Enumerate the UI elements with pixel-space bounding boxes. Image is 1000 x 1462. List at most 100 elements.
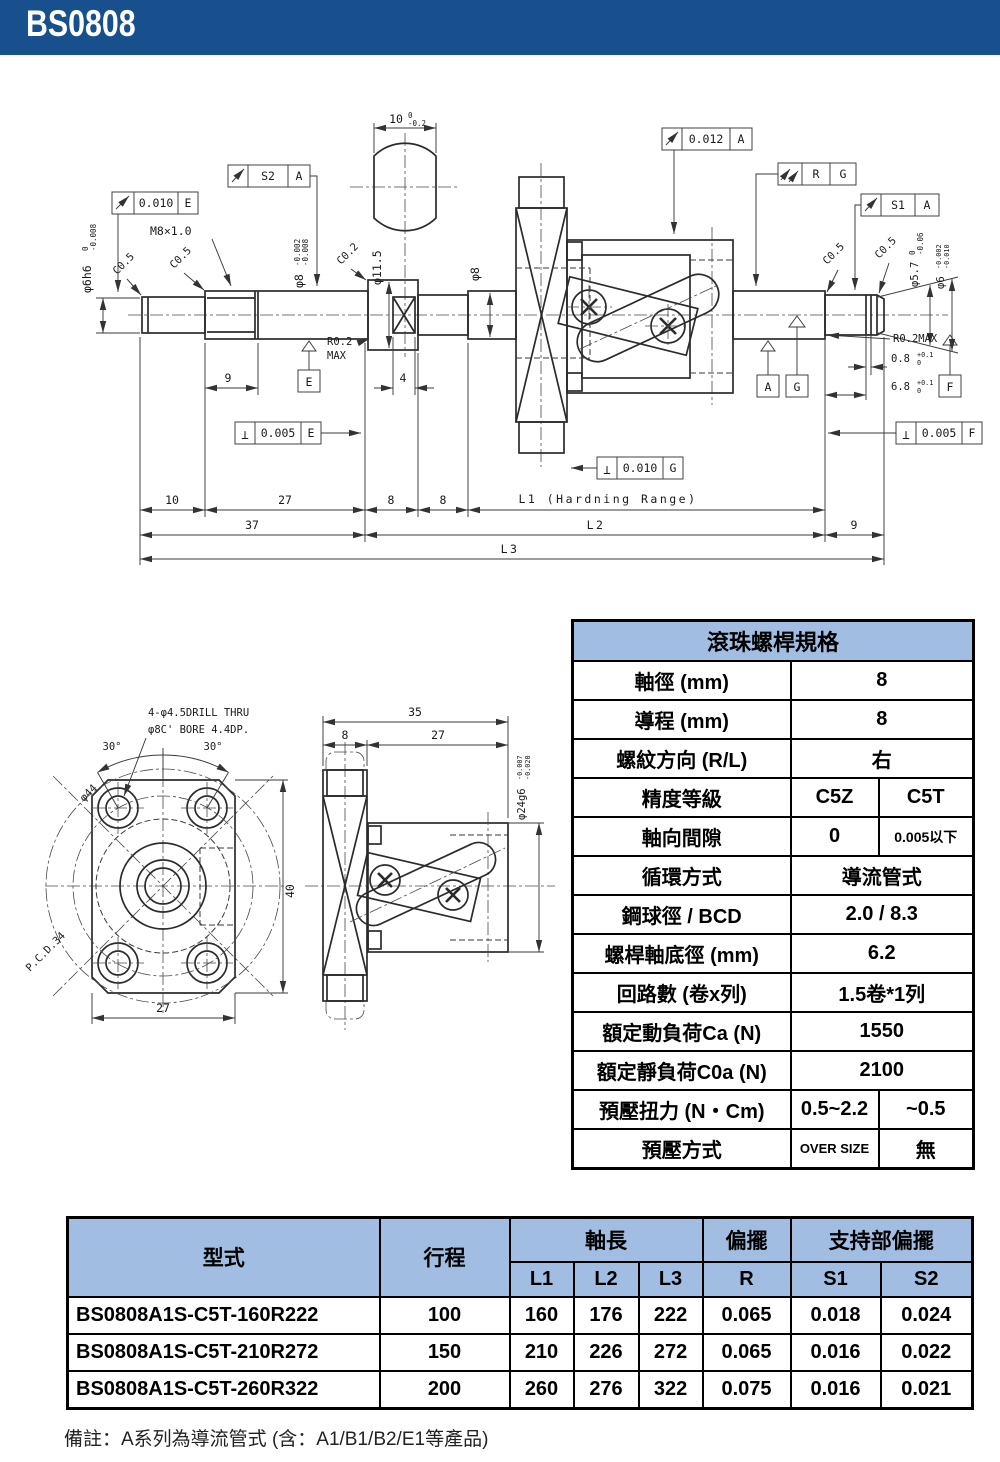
spec-value: 0.5~2.2 <box>789 1089 880 1130</box>
table-row: BS0808A1S-C5T-210R272 150 210 226 272 0.… <box>66 1332 974 1372</box>
total-runout-icon <box>787 170 799 183</box>
spec-value: 0.005以下 <box>877 816 975 857</box>
drill-note: 4-φ4.5DRILL THRU <box>148 707 249 719</box>
fillet-note-max: MAX <box>327 350 347 362</box>
spec-label: 鋼球徑 / BCD <box>571 894 792 935</box>
chamfer-note: C0.5 <box>873 235 899 261</box>
dim-9: 9 <box>851 518 858 532</box>
spec-label: 導程 (mm) <box>571 699 792 740</box>
dim-35: 35 <box>408 705 422 719</box>
models-subcol-l2: L2 <box>572 1260 640 1298</box>
dim-68: 6.8 <box>891 381 910 393</box>
dim-phi6h6-tol-lower: -0.008 <box>89 223 98 251</box>
length-dims: 10 27 8 8 L1 (Hardning Range) 37 L2 9 L3 <box>139 337 885 565</box>
fcf-datum: E <box>308 426 315 440</box>
fcf-datum: F <box>969 426 976 440</box>
cbore-note: φ8C' BORE 4.4DP. <box>148 724 249 736</box>
fillet-note: R0.2 <box>327 336 352 348</box>
fcf-datum: E <box>185 196 192 210</box>
spec-table-title: 滾珠螺桿規格 <box>571 619 975 662</box>
dim-8: 8 <box>388 493 395 507</box>
spec-label: 預壓扭力 (N・Cm) <box>571 1089 792 1130</box>
dim-phi44: φ44 <box>78 782 100 804</box>
dim-8: 8 <box>440 493 447 507</box>
model-name: BS0808A1S-C5T-160R222 <box>66 1295 381 1335</box>
model-s1: 0.018 <box>789 1295 882 1335</box>
fcf-datum: G <box>840 167 847 181</box>
spec-label: 回路數 (卷x列) <box>571 972 792 1013</box>
flange-front-view: 4-φ4.5DRILL THRU φ8C' BORE 4.4DP. 30° 30… <box>24 707 297 1024</box>
dim-8: 8 <box>342 728 349 742</box>
models-subcol-l1: L1 <box>508 1260 575 1298</box>
dim-phi6h6-tol-upper: 0 <box>81 246 90 251</box>
fillet-note: R0.2MAX <box>893 333 938 345</box>
dim-phi8-tol-upper: -0.002 <box>293 239 302 266</box>
models-col-model: 型式 <box>66 1216 381 1298</box>
datum-e: E <box>306 375 313 389</box>
centerlines <box>128 133 948 467</box>
dim-phi24g6: φ24g6 <box>516 788 528 820</box>
chamfer-note: C0.5 <box>821 241 847 267</box>
perpendicularity-icon: ⊥ <box>241 427 249 442</box>
spec-value: 8 <box>789 699 975 740</box>
spec-value: 右 <box>789 738 975 779</box>
model-name: BS0808A1S-C5T-260R322 <box>66 1369 381 1409</box>
datums: E A G F <box>297 315 962 398</box>
fcf-datum: A <box>924 198 931 212</box>
spec-label: 額定靜負荷C0a (N) <box>571 1050 792 1091</box>
fcf-runout-0010-e: 0.010 E <box>111 191 199 292</box>
return-tube <box>557 273 720 363</box>
model-l2: 176 <box>572 1295 640 1335</box>
dim-10-tol-upper: 0 <box>408 111 413 120</box>
spec-value: C5Z <box>789 777 880 818</box>
dim-pcd34: P.C.D.34 <box>24 930 68 974</box>
spec-label: 精度等級 <box>571 777 792 818</box>
main-drawing: 0.010 E S2 A 0.012 A R G <box>80 111 983 565</box>
title-bar: BS0808 <box>0 0 1000 55</box>
models-subcol-l3: L3 <box>637 1260 704 1298</box>
spec-value: 0 <box>789 816 880 857</box>
nut-side-view: 35 8 27 φ24g6 -0.007 -0.020 <box>305 705 555 1030</box>
model-s1: 0.016 <box>789 1369 882 1409</box>
dim-27: 27 <box>278 493 292 507</box>
model-s2: 0.024 <box>879 1295 974 1335</box>
dim-l3: L3 <box>501 542 520 556</box>
chamfer-note: C0.5 <box>111 251 137 277</box>
model-l2: 276 <box>572 1369 640 1409</box>
chamfer-note: C0.2 <box>335 241 361 267</box>
models-subcol-s2: S2 <box>879 1260 974 1298</box>
shaft-outline <box>141 142 885 454</box>
chamfer-note: C0.5 <box>168 245 194 271</box>
model-l3: 272 <box>637 1332 704 1372</box>
total-runout-icon <box>779 168 791 181</box>
fcf-datum: G <box>670 461 677 475</box>
spec-value: 1550 <box>789 1011 975 1052</box>
dim-68-tol-lower: 0 <box>917 387 921 395</box>
model-s2: 0.021 <box>879 1369 974 1409</box>
dim-08-tol-lower: 0 <box>917 359 921 367</box>
spec-value: 1.5卷*1列 <box>789 972 975 1013</box>
table-row: BS0808A1S-C5T-260R322 200 260 276 322 0.… <box>66 1369 974 1409</box>
spec-value: 2100 <box>789 1050 975 1091</box>
fcf-perp-0005-e: ⊥ 0.005 E <box>234 421 361 445</box>
spec-value: 6.2 <box>789 933 975 974</box>
models-col-support-runout: 支持部偏擺 <box>789 1216 974 1263</box>
runout-icon <box>864 197 878 212</box>
runout-icon <box>231 168 245 183</box>
model-stroke: 100 <box>378 1295 511 1335</box>
dim-phi57: φ5.7 <box>909 262 921 287</box>
spec-value: 導流管式 <box>789 855 975 896</box>
dim-phi57-tol-lower: -0.06 <box>916 232 925 255</box>
runout-icon <box>115 195 130 210</box>
dim-40: 40 <box>283 884 297 898</box>
dim-l1: L1 (Hardning Range) <box>518 492 697 506</box>
fcf-value: 0.010 <box>139 196 174 210</box>
fcf-perp-0005-f: ⊥ 0.005 F <box>828 421 983 445</box>
dim-10-tol-lower: -0.2 <box>408 119 426 128</box>
footnote: 備註：A系列為導流管式 (含：A1/B1/B2/E1等產品) <box>64 1429 489 1450</box>
fcf-perp-0010-g: ⊥ 0.010 G <box>571 456 684 480</box>
dim-phi57-tol-upper: 0 <box>908 250 917 255</box>
fcf-runout-s1-a: S1 A <box>851 193 940 290</box>
angle-30: 30° <box>204 741 223 753</box>
model-stroke: 150 <box>378 1332 511 1372</box>
